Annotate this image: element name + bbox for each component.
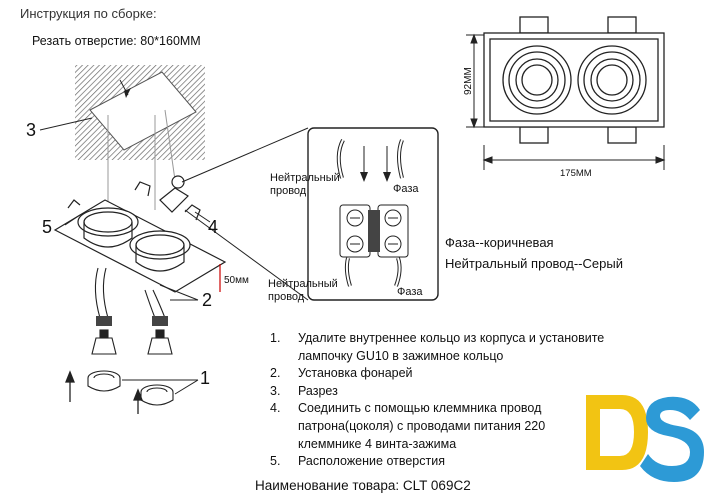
gu10-sockets bbox=[96, 316, 168, 326]
step-1: 1. Удалите внутреннее кольцо из корпуса … bbox=[270, 331, 605, 363]
zoom-lines bbox=[181, 127, 309, 301]
height-dimension: 92MM bbox=[463, 67, 474, 95]
callout-2: 2 bbox=[202, 290, 213, 310]
callout-leaders bbox=[64, 211, 211, 395]
neutral-wire-label-top: Нейтральный провод bbox=[270, 172, 340, 197]
callout-3: 3 bbox=[26, 120, 37, 140]
callout-5: 5 bbox=[42, 217, 53, 237]
neutral-wire-label-bottom: Нейтральный провод bbox=[268, 278, 338, 303]
assembly-steps: 1. Удалите внутреннее кольцо из корпуса … bbox=[270, 330, 604, 471]
fixture-top-view bbox=[483, 16, 665, 144]
step-2: 2. Установка фонарей bbox=[270, 366, 413, 381]
width-dimension: 175MM bbox=[560, 168, 592, 179]
step-5: 5. Расположение отверстия bbox=[270, 454, 445, 469]
upward-arrows bbox=[65, 370, 143, 414]
clamp-rings bbox=[87, 370, 174, 406]
legend-phase: Фаза--коричневая bbox=[445, 235, 554, 250]
callout-3-leader bbox=[39, 117, 93, 131]
ceiling-cutout-drawing bbox=[75, 65, 205, 160]
legend-neutral: Нейтральный провод--Серый bbox=[445, 256, 623, 271]
fixture-housing bbox=[53, 175, 227, 293]
ds-logo bbox=[586, 395, 704, 482]
callout-1: 1 bbox=[200, 368, 211, 388]
cutout-size: Резать отверстие: 80*160MM bbox=[32, 34, 201, 48]
dimension-lines bbox=[466, 33, 666, 170]
depth-label: 50мм bbox=[224, 275, 249, 286]
wiring-detail-box bbox=[307, 127, 439, 301]
cutout-dimensions: 80*160MM bbox=[140, 34, 201, 48]
suspension-lines bbox=[107, 109, 176, 210]
phase-label-bottom: Фаза bbox=[397, 286, 423, 298]
instructions-title: Инструкция по сборке: bbox=[20, 6, 157, 21]
product-name: Наименование товара: CLT 069C2 bbox=[255, 478, 471, 493]
lamp-cables bbox=[94, 267, 166, 319]
gu10-bulbs bbox=[91, 329, 173, 355]
phase-label-top: Фаза bbox=[393, 183, 419, 195]
step-3: 3. Разрез bbox=[270, 383, 338, 398]
callout-4: 4 bbox=[208, 217, 219, 237]
cutout-label: Резать отверстие: bbox=[32, 34, 137, 48]
